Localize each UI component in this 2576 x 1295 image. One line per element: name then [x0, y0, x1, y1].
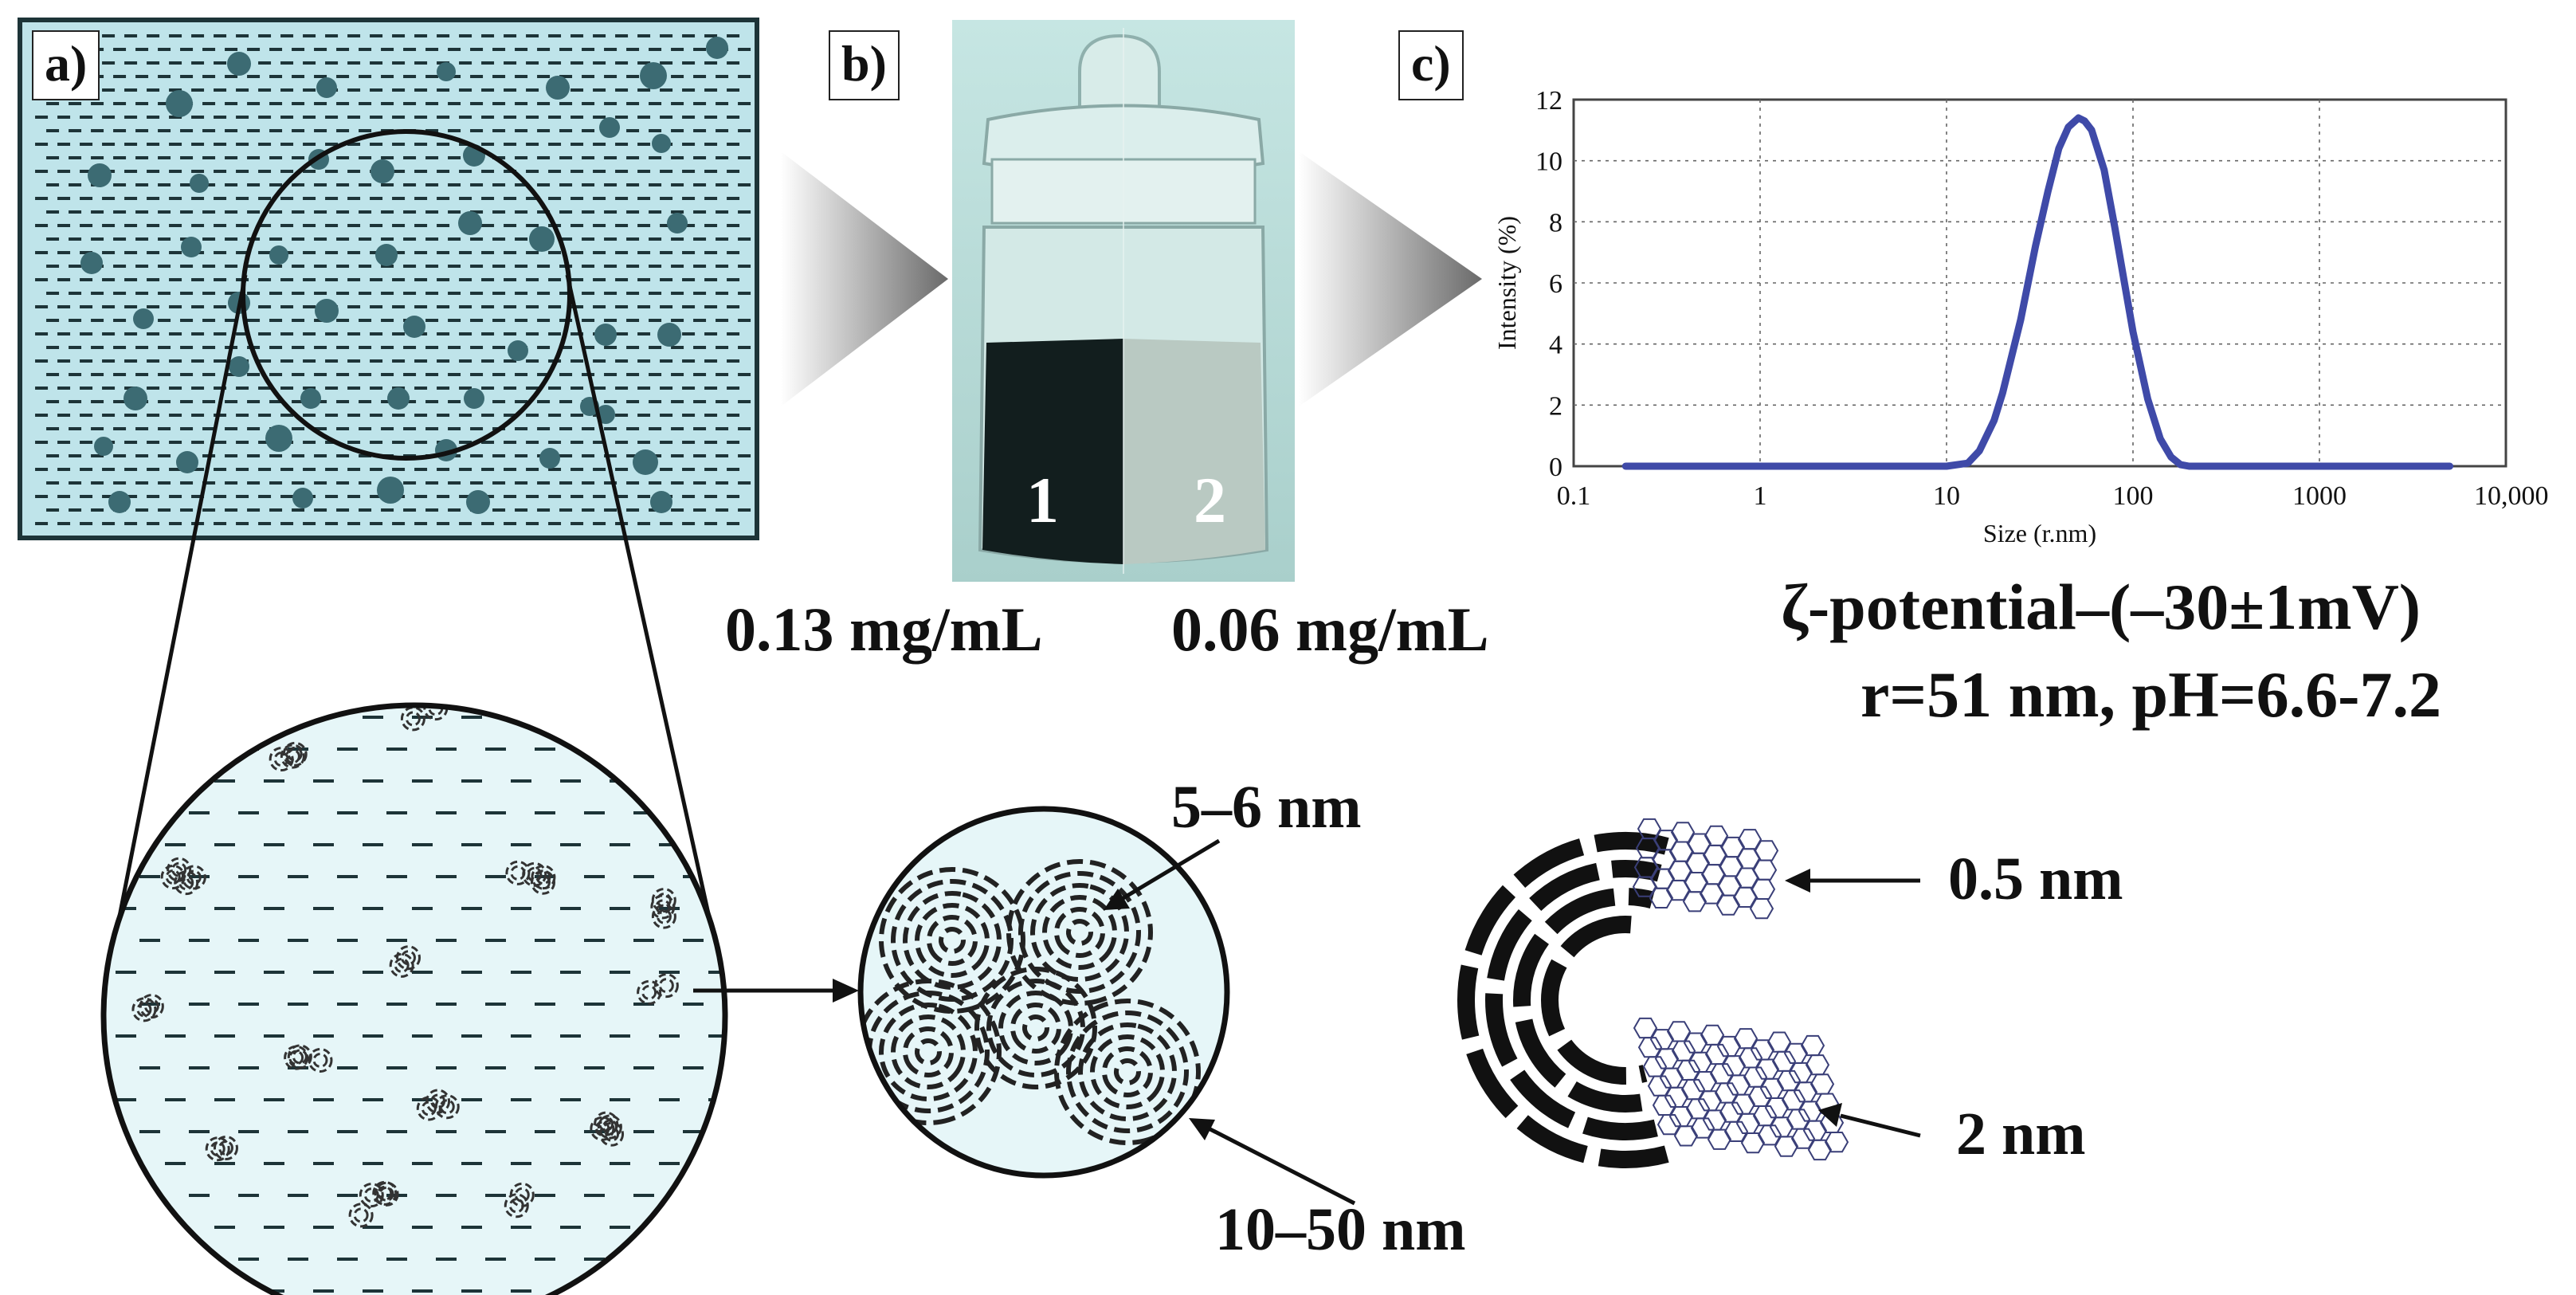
graphene-sheet-top — [1632, 818, 1779, 920]
y-tick-label: 6 — [1549, 269, 1562, 299]
agglomerate-circle — [857, 806, 1230, 1179]
sample-1-label: 1 — [1026, 464, 1059, 536]
y-tick-label: 8 — [1549, 208, 1562, 237]
y-tick-label: 12 — [1535, 86, 1562, 116]
panel-b-label: b) — [829, 30, 900, 100]
x-tick-label: 10,000 — [2474, 481, 2549, 511]
process-arrow-1 — [781, 151, 948, 406]
zoom-arrow — [693, 979, 859, 1003]
graphene-sheet-bottom — [1633, 1017, 1849, 1161]
zoom-clusters — [131, 705, 679, 1228]
inner-spacing-arrow — [1785, 869, 1920, 893]
plot-frame — [1572, 98, 2507, 468]
x-tick-label: 10 — [1933, 481, 1960, 511]
shell-thickness-label: 2 nm — [1956, 1101, 2086, 1167]
zoom-circle — [100, 702, 728, 1295]
zoom-line-left — [116, 274, 248, 925]
x-tick-labels: 0.1 1 10 100 1000 10,000 — [1557, 481, 2549, 511]
agglomerate-size-arrow — [1189, 1118, 1356, 1206]
dls-chart: 0 2 4 6 8 10 12 0.1 1 10 100 1000 10,000 Size (r.nm… — [1492, 86, 2549, 547]
cluster-size-arrow — [1104, 838, 1221, 910]
x-tick-label: 100 — [2113, 481, 2154, 511]
zeta-potential: ζ-potential–(–30±1mV) — [1781, 571, 2421, 643]
x-tick-label: 1 — [1754, 481, 1767, 511]
y-tick-label: 10 — [1535, 147, 1562, 177]
concentration-1: 0.13 mg/mL — [725, 595, 1043, 664]
zoom-line-right — [565, 274, 713, 925]
x-axis-title: Size (r.nm) — [1983, 519, 2096, 547]
radius-ph: r=51 nm, pH=6.6-7.2 — [1860, 658, 2441, 731]
grid-lines — [1574, 100, 2506, 466]
jar-photo — [952, 20, 1295, 582]
concentration-2: 0.06 mg/mL — [1171, 595, 1489, 664]
y-axis-title: Intensity (%) — [1492, 216, 1521, 350]
cluster-size-label: 5–6 nm — [1171, 774, 1362, 841]
sample-2-label: 2 — [1194, 464, 1226, 536]
agglomerate-size-label: 10–50 nm — [1215, 1196, 1466, 1263]
y-tick-label: 0 — [1549, 453, 1562, 482]
y-tick-label: 4 — [1549, 331, 1562, 360]
size-distribution-line — [1621, 114, 2454, 470]
shell-thickness-arrow — [1818, 1103, 1921, 1138]
onion-clusters — [861, 859, 1201, 1145]
panel-a-label: a) — [32, 30, 100, 100]
onion-shell-section — [1457, 818, 1849, 1168]
process-arrow-2 — [1299, 151, 1482, 406]
y-tick-label: 2 — [1549, 391, 1562, 421]
x-tick-label: 1000 — [2292, 481, 2347, 511]
y-tick-labels: 0 2 4 6 8 10 12 — [1535, 86, 1562, 482]
dispersion-box — [18, 18, 759, 540]
panel-c-label: c) — [1398, 30, 1464, 100]
x-tick-label: 0.1 — [1557, 481, 1591, 511]
inner-spacing-label: 0.5 nm — [1948, 846, 2123, 912]
